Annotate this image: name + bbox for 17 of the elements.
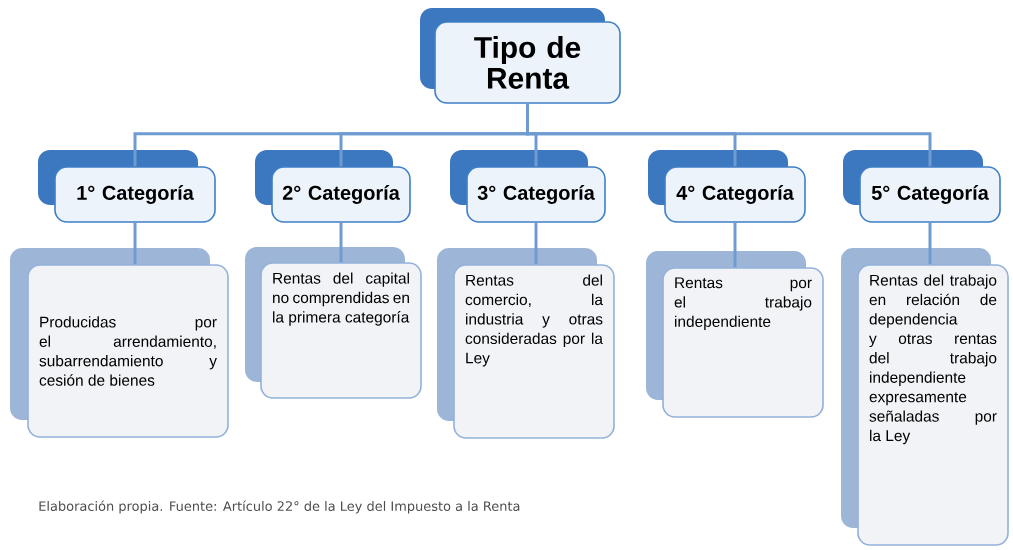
category-box: 1° Categoría <box>38 150 216 223</box>
description-box: Rentas del trabajo en relación de dependencia y otras rentas del trabajo independiente expresamente señaladas por la Ley <box>841 248 1009 546</box>
category-box: 4° Categoría <box>648 150 806 223</box>
connector-line <box>534 222 538 265</box>
title-box: Tipo de Renta <box>420 8 621 104</box>
description-box: Rentas del capital no comprendidas en la primera categoría <box>245 247 422 399</box>
category-box: 2° Categoría <box>255 150 411 223</box>
category-box: 3° Categoría <box>450 150 606 223</box>
caption: Elaboración propia. Fuente: Artículo 22° de la Ley del Impuesto a la Renta <box>39 500 520 514</box>
description-box: Rentas por el trabajo independiente <box>646 251 824 418</box>
connector-line <box>133 222 137 265</box>
connector-line <box>339 222 343 263</box>
description-box: Rentas del comercio, la industria y otras consideradas por la Ley <box>437 248 615 439</box>
connector-line <box>928 222 932 265</box>
description-box: Producidas por el arrendamiento, subarrendamiento y cesión de bienes <box>10 248 229 438</box>
category-box: 5° Categoría <box>843 150 1001 223</box>
connector-line <box>733 222 737 268</box>
